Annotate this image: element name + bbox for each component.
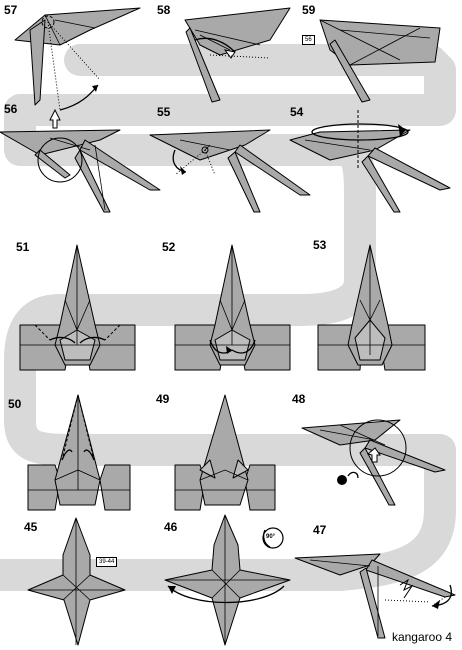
step-50-figure [27,394,131,511]
step-48-figure [301,419,446,506]
step-number-57: 57 [4,3,18,17]
step-number-54: 54 [290,105,304,119]
step-55-figure [149,129,311,213]
step-57-figure [14,7,141,111]
step-52-figure [174,244,291,371]
step-number-52: 52 [162,240,176,254]
step-58-figure [184,7,291,103]
step-number-58: 58 [157,3,171,17]
step-number-50: 50 [8,397,22,411]
step-number-48: 48 [292,392,306,406]
ref-box-step-59: 56 [302,35,315,45]
step-number-45: 45 [24,520,38,534]
step-46-figure [164,514,291,646]
page-footer: kangaroo 4 [391,630,452,644]
step-number-51: 51 [16,240,30,254]
step-59-figure [319,19,441,103]
step-number-53: 53 [313,238,327,252]
step-number-46: 46 [164,520,178,534]
step-47-figure [294,553,456,639]
rotate-90-badge [262,527,284,549]
ref-box-step-45: 39-44 [96,557,118,567]
rotate-90-label: 90° [266,534,276,540]
step-number-49: 49 [156,392,170,406]
step-number-59: 59 [302,3,316,17]
step-guide-path [0,44,456,591]
step-45-figure [27,517,126,646]
step-54-figure [289,110,451,213]
step-56-figure [0,108,161,213]
step-49-figure [174,394,276,511]
step-number-55: 55 [157,105,171,119]
step-51-figure [19,244,136,371]
step-number-56: 56 [4,102,18,116]
step-53-figure [317,244,426,371]
step-number-47: 47 [313,523,327,537]
